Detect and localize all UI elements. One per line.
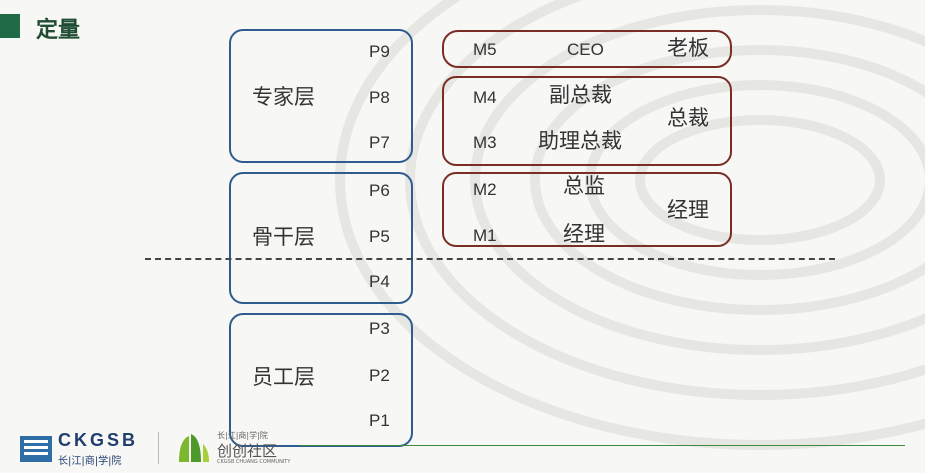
m-group-label: 总裁 — [667, 106, 709, 130]
title-accent-bar — [0, 14, 20, 38]
p-group-label: 员工层 — [252, 365, 315, 389]
m-title: 副总裁 — [549, 83, 612, 107]
m-code: M5 — [473, 40, 497, 59]
m-group-label: 经理 — [667, 198, 709, 222]
logo1-sub: 长|江|商|学|院 — [58, 456, 122, 467]
m-title: 助理总裁 — [538, 129, 622, 153]
logo2-sub: CKGSB CHUANG COMMUNITY — [217, 459, 291, 465]
p-level: P1 — [369, 411, 390, 430]
p-level: P7 — [369, 133, 390, 152]
p-level: P5 — [369, 227, 390, 246]
m-title: 经理 — [563, 222, 605, 246]
p-group-box-core — [229, 172, 413, 304]
dashed-divider — [145, 258, 835, 260]
p-level: P3 — [369, 319, 390, 338]
m-code: M3 — [473, 133, 497, 152]
p-level: P6 — [369, 181, 390, 200]
m-code: M2 — [473, 180, 497, 199]
p-level: P9 — [369, 42, 390, 61]
p-group-box-expert — [229, 29, 413, 163]
m-group-box-manager — [442, 172, 732, 247]
p-group-label: 骨干层 — [252, 225, 315, 249]
page-title: 定量 — [36, 18, 81, 43]
chuang-logo-icon — [179, 434, 209, 462]
m-code: M1 — [473, 226, 497, 245]
m-group-box-boss — [442, 30, 732, 68]
p-group-box-staff — [229, 313, 413, 447]
m-title: 总监 — [563, 174, 605, 198]
p-level: P8 — [369, 88, 390, 107]
p-level: P4 — [369, 272, 390, 291]
m-group-box-president — [442, 76, 732, 166]
m-group-label: 老板 — [667, 36, 709, 60]
logo2-top: 长|江|商|学|院 — [217, 431, 268, 440]
m-title: CEO — [567, 40, 604, 59]
p-group-label: 专家层 — [252, 85, 315, 109]
ckgsb-logo-icon — [20, 436, 52, 462]
logo1-main: CKGSB — [58, 430, 139, 450]
p-level: P2 — [369, 366, 390, 385]
logo-divider — [158, 432, 159, 464]
footer-line — [300, 445, 905, 446]
logo2-main: 创创社区 — [217, 442, 278, 460]
m-code: M4 — [473, 88, 497, 107]
